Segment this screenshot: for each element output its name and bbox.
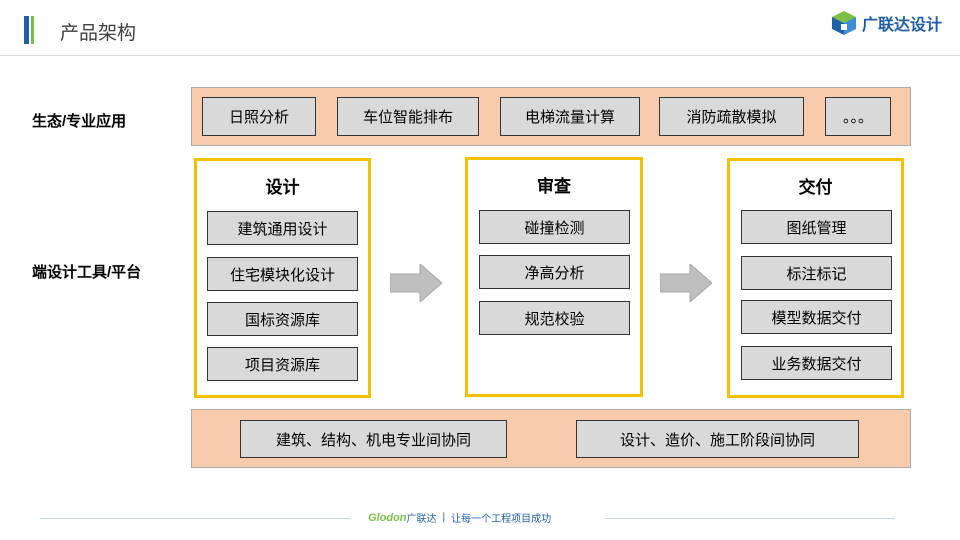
platform-row-label: 端设计工具/平台	[32, 264, 142, 281]
delivery-item[interactable]: 业务数据交付	[741, 346, 892, 380]
delivery-item[interactable]: 标注标记	[741, 256, 892, 290]
footer-brand-en: Glodon	[368, 511, 407, 524]
delivery-panel-title: 交付	[798, 178, 833, 197]
delivery-item[interactable]: 模型数据交付	[741, 300, 892, 334]
design-item[interactable]: 国标资源库	[207, 302, 358, 336]
design-panel-title: 设计	[265, 178, 300, 197]
design-item[interactable]: 项目资源库	[207, 347, 358, 381]
footer-brand-cn: 广联达	[406, 514, 437, 525]
glodon-logo: 广联达设计	[830, 8, 942, 38]
discipline-collaboration[interactable]: 建筑、结构、机电专业间协同	[240, 420, 507, 458]
app-sunlight-analysis[interactable]: 日照分析	[202, 97, 316, 136]
header-divider	[0, 55, 960, 56]
right-arrow-icon	[660, 264, 712, 302]
footer-brand: Glodon 广联达 | 让每一个工程项目成功	[368, 511, 552, 526]
delivery-item[interactable]: 图纸管理	[741, 210, 892, 244]
app-parking-layout[interactable]: 车位智能排布	[337, 97, 479, 136]
ecosystem-row-label: 生态/专业应用	[32, 113, 127, 130]
page-title: 产品架构	[60, 23, 137, 44]
design-item[interactable]: 住宅模块化设计	[207, 257, 358, 291]
phase-collaboration[interactable]: 设计、造价、施工阶段间协同	[576, 420, 859, 458]
title-accent-bar	[24, 16, 34, 44]
logo-text: 广联达设计	[862, 17, 943, 34]
right-arrow-icon	[390, 264, 442, 302]
cube-logo-icon	[832, 11, 856, 35]
footer-divider-left	[40, 518, 350, 519]
app-more[interactable]: 。。。	[825, 97, 891, 136]
footer-divider-right	[605, 518, 895, 519]
review-panel-title: 审查	[537, 177, 571, 196]
app-elevator-traffic[interactable]: 电梯流量计算	[500, 97, 640, 136]
review-item[interactable]: 碰撞检测	[479, 210, 630, 244]
footer-slogan: 让每一个工程项目成功	[451, 514, 552, 525]
review-item[interactable]: 净高分析	[479, 255, 630, 289]
app-fire-evacuation[interactable]: 消防疏散模拟	[659, 97, 804, 136]
design-item[interactable]: 建筑通用设计	[207, 211, 358, 245]
review-item[interactable]: 规范校验	[479, 301, 630, 335]
